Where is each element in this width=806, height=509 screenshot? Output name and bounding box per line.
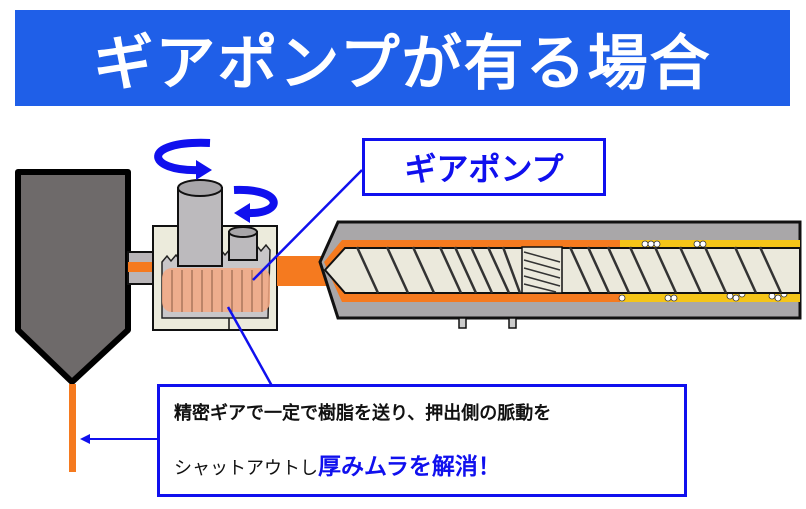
note-line-2: シャットアウトし厚みムラを解消！ [174,447,684,481]
extruder-barrel [318,220,802,329]
gear-pump-label: ギアポンプ [404,150,564,188]
arrow-left-icon [80,434,158,444]
note-leader [226,306,274,387]
note-line-2-plain: シャットアウトし [174,458,318,479]
gear-pump-callout: ギアポンプ [362,138,606,196]
mixing-section [521,246,563,294]
rotation-arrow-icon [154,138,212,180]
callout-leader [252,169,363,281]
note-line-2-emphasis: 厚みムラを解消！ [318,454,501,480]
gear-pump [152,179,327,331]
extruded-strand [69,384,76,472]
explanation-box: 精密ギアで一定で樹脂を送り、押出側の脈動を シャットアウトし厚みムラを解消！ [157,384,687,497]
rotation-arrow-icon [233,185,278,223]
note-line-1: 精密ギアで一定で樹脂を送り、押出側の脈動を [174,403,552,424]
page-title: ギアポンプが有る場合 [93,28,712,99]
die [15,169,131,472]
title-banner: ギアポンプが有る場合 [15,10,790,106]
